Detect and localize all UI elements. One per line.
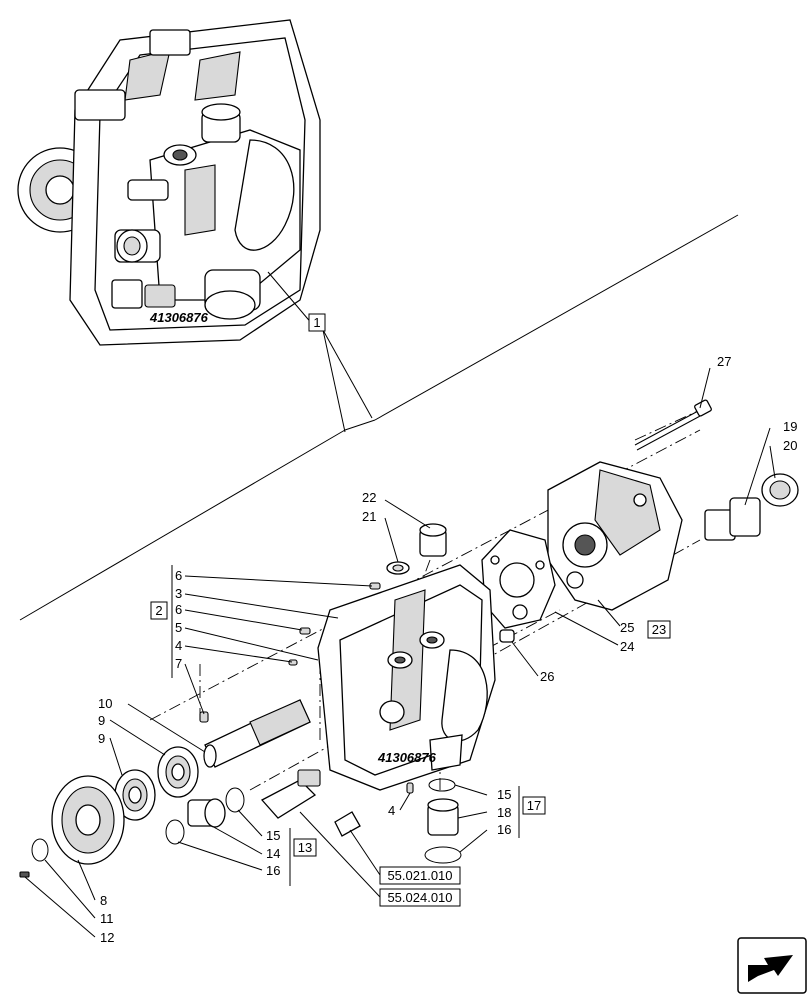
callout-4-upper: 4 bbox=[175, 638, 182, 653]
housing-stamp-logo: 41306876 bbox=[149, 310, 209, 325]
callout-15-left: 15 bbox=[266, 828, 280, 843]
callout-25: 25 bbox=[620, 620, 634, 635]
callout-19: 19 bbox=[783, 419, 797, 434]
rear-cover-plate bbox=[547, 461, 683, 611]
callout-11: 11 bbox=[100, 911, 114, 926]
electrical-connector bbox=[260, 769, 321, 819]
long-bolt bbox=[634, 399, 712, 451]
callout-6-upper: 6 bbox=[175, 568, 182, 583]
bearing-outer bbox=[114, 769, 156, 821]
callout-24: 24 bbox=[620, 639, 634, 654]
callout-4-lower: 4 bbox=[388, 803, 395, 818]
splined-shaft bbox=[203, 699, 311, 768]
drive-gear bbox=[51, 775, 125, 865]
reference-55-024-010: 55.024.010 bbox=[387, 890, 452, 905]
callout-22: 22 bbox=[362, 490, 376, 505]
callout-labels: 1 27 19 20 22 21 2 6 3 6 5 4 7 25 23 24 … bbox=[98, 313, 797, 945]
callout-15-right: 15 bbox=[497, 787, 511, 802]
bearing-inner bbox=[157, 746, 199, 798]
pin-lower bbox=[199, 711, 209, 723]
hydraulic-fitting-right bbox=[424, 778, 462, 864]
callout-12: 12 bbox=[100, 930, 114, 945]
callout-6-lower: 6 bbox=[175, 602, 182, 617]
next-page-arrow-icon[interactable] bbox=[737, 937, 807, 994]
callout-5: 5 bbox=[175, 620, 182, 635]
pump-housing: 41306876 bbox=[317, 564, 496, 791]
callout-16-right: 16 bbox=[497, 822, 511, 837]
callout-9-upper: 9 bbox=[98, 713, 105, 728]
callout-23: 23 bbox=[652, 622, 666, 637]
circlip bbox=[31, 838, 49, 862]
callout-8: 8 bbox=[100, 893, 107, 908]
callout-21: 21 bbox=[362, 509, 376, 524]
callout-27: 27 bbox=[717, 354, 731, 369]
divider-line-right bbox=[374, 214, 739, 421]
pin-bottom bbox=[406, 782, 414, 794]
plug-fitting bbox=[704, 473, 799, 541]
assembled-pump-view: 41306876 bbox=[17, 19, 321, 346]
callout-13: 13 bbox=[298, 840, 312, 855]
callout-20: 20 bbox=[783, 438, 797, 453]
svg-text:41306876: 41306876 bbox=[377, 750, 437, 765]
dowel-pin bbox=[499, 629, 515, 643]
callout-1: 1 bbox=[313, 315, 320, 330]
callout-3: 3 bbox=[175, 586, 182, 601]
pin-middle bbox=[299, 627, 311, 635]
pin-small bbox=[288, 659, 298, 666]
temperature-sender bbox=[334, 811, 361, 837]
callout-9-lower: 9 bbox=[98, 731, 105, 746]
callout-17: 17 bbox=[527, 798, 541, 813]
key bbox=[19, 871, 30, 878]
divider-line-left bbox=[19, 429, 346, 621]
reference-55-021-010: 55.021.010 bbox=[387, 868, 452, 883]
callout-26: 26 bbox=[540, 669, 554, 684]
callout-7: 7 bbox=[175, 656, 182, 671]
callout-leaders bbox=[24, 367, 776, 938]
top-plug bbox=[386, 523, 447, 575]
callout-2: 2 bbox=[155, 603, 162, 618]
callout-10: 10 bbox=[98, 696, 112, 711]
callout-14: 14 bbox=[266, 846, 280, 861]
sensor-fitting-left bbox=[165, 787, 245, 845]
gasket bbox=[481, 529, 556, 629]
callout-18: 18 bbox=[497, 805, 511, 820]
callout-16-left: 16 bbox=[266, 863, 280, 878]
